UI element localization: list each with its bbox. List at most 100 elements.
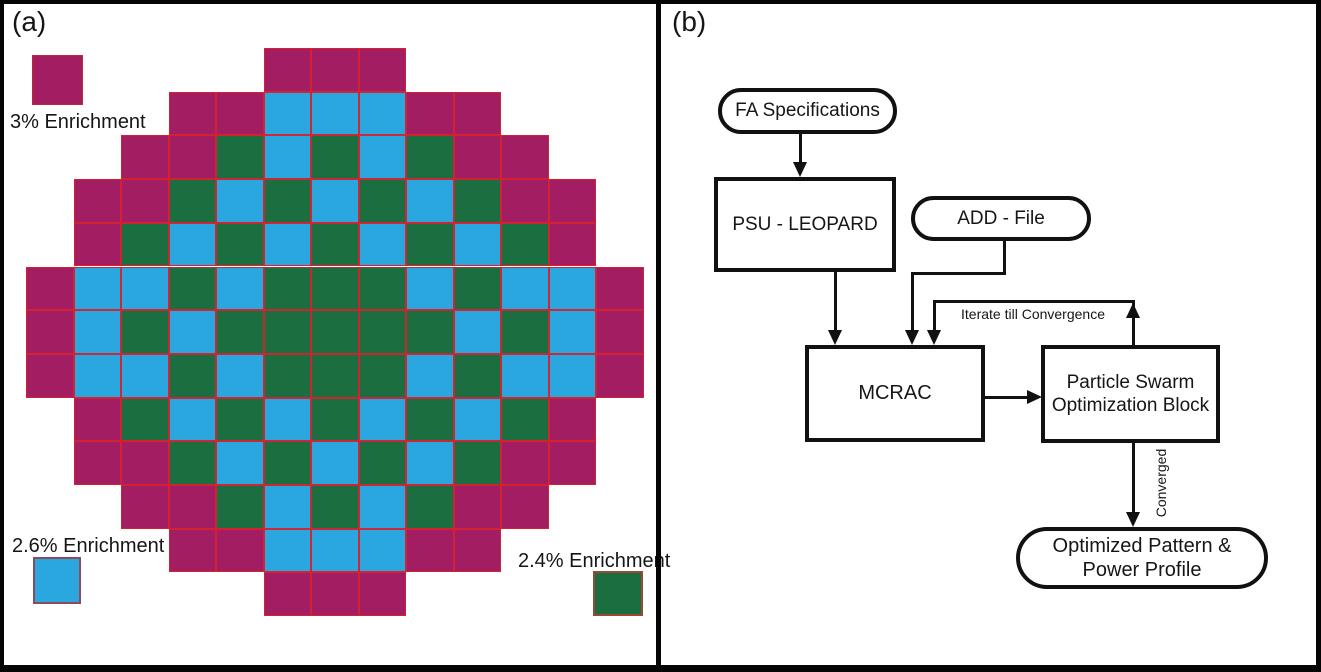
core-cell bbox=[311, 397, 359, 442]
core-cell bbox=[311, 179, 359, 223]
core-cell bbox=[358, 310, 406, 354]
core-cell bbox=[216, 135, 264, 180]
core-cell bbox=[263, 572, 311, 617]
core-cell bbox=[168, 353, 216, 398]
core-cell bbox=[311, 485, 359, 529]
node-psu-leopard-text: PSU - LEOPARD bbox=[732, 213, 878, 235]
core-cell bbox=[168, 397, 216, 442]
core-cell bbox=[216, 222, 264, 267]
node-optimized-pattern: Optimized Pattern & Power Profile bbox=[1016, 527, 1268, 589]
node-optimized-pattern-line2: Power Profile bbox=[1082, 559, 1202, 581]
core-cell bbox=[548, 179, 596, 223]
core-cell bbox=[596, 310, 644, 354]
core-cell bbox=[263, 222, 311, 267]
core-cell bbox=[311, 353, 359, 398]
core-cell bbox=[453, 222, 501, 267]
core-cell bbox=[73, 222, 121, 267]
core-cell bbox=[548, 353, 596, 398]
core-cell bbox=[263, 91, 311, 136]
node-fa-specifications: FA Specifications bbox=[718, 88, 897, 134]
core-cell bbox=[406, 266, 454, 311]
loop-iterate-up-head bbox=[1126, 303, 1140, 318]
core-cell bbox=[168, 135, 216, 180]
node-psu-leopard: PSU - LEOPARD bbox=[714, 177, 896, 272]
core-cell bbox=[263, 310, 311, 354]
arrow-fa-to-psu-line bbox=[798, 134, 802, 164]
core-cell bbox=[501, 179, 549, 223]
core-cell bbox=[73, 353, 121, 398]
core-cell bbox=[406, 397, 454, 442]
core-cell bbox=[311, 441, 359, 485]
core-cell bbox=[168, 528, 216, 573]
core-cell bbox=[596, 353, 644, 398]
core-cell bbox=[216, 397, 264, 442]
core-grid bbox=[26, 48, 644, 617]
core-cell bbox=[548, 266, 596, 311]
arrow-addfile-to-mcrac-line bbox=[910, 272, 914, 333]
core-cell bbox=[263, 528, 311, 573]
core-cell bbox=[263, 485, 311, 529]
core-cell bbox=[548, 441, 596, 485]
core-cell bbox=[216, 353, 264, 398]
arrow-pso-to-optimized-line bbox=[1131, 443, 1135, 515]
legend-swatch-2p6pct bbox=[33, 557, 81, 604]
core-cell bbox=[216, 91, 264, 136]
core-cell bbox=[501, 266, 549, 311]
core-cell bbox=[358, 135, 406, 180]
core-cell bbox=[216, 310, 264, 354]
panel-b-label: (b) bbox=[672, 6, 707, 37]
legend-label-2p4pct: 2.4% Enrichment bbox=[518, 550, 671, 572]
core-cell bbox=[358, 266, 406, 311]
core-cell bbox=[121, 397, 169, 442]
core-cell bbox=[358, 397, 406, 442]
core-cell bbox=[121, 266, 169, 311]
core-cell bbox=[406, 353, 454, 398]
core-cell bbox=[168, 310, 216, 354]
core-cell bbox=[596, 266, 644, 311]
core-cell bbox=[453, 528, 501, 573]
arrow-addfile-horizontal-line bbox=[910, 272, 1006, 275]
core-cell bbox=[263, 266, 311, 311]
core-cell bbox=[121, 353, 169, 398]
core-cell bbox=[406, 528, 454, 573]
core-cell bbox=[121, 135, 169, 180]
edge-label-converged: Converged bbox=[1153, 448, 1169, 518]
core-cell bbox=[311, 266, 359, 311]
core-cell bbox=[358, 441, 406, 485]
legend-swatch-3pct bbox=[32, 55, 83, 105]
node-pso-block-line1: Particle Swarm bbox=[1066, 371, 1195, 393]
core-cell bbox=[501, 135, 549, 180]
core-cell bbox=[216, 266, 264, 311]
core-cell bbox=[121, 179, 169, 223]
panel-a-label: (a) bbox=[12, 6, 47, 37]
arrow-mcrac-to-pso-line bbox=[985, 395, 1029, 399]
core-cell bbox=[263, 441, 311, 485]
core-cell bbox=[168, 222, 216, 267]
core-cell bbox=[358, 353, 406, 398]
arrow-addfile-to-mcrac-head bbox=[905, 330, 919, 345]
core-cell bbox=[501, 353, 549, 398]
core-cell bbox=[406, 310, 454, 354]
core-cell bbox=[501, 310, 549, 354]
core-cell bbox=[216, 485, 264, 529]
core-cell bbox=[311, 528, 359, 573]
core-cell bbox=[263, 179, 311, 223]
core-cell bbox=[358, 485, 406, 529]
core-cell bbox=[406, 441, 454, 485]
arrow-fa-to-psu-head bbox=[793, 162, 807, 177]
core-cell bbox=[311, 310, 359, 354]
core-cell bbox=[501, 222, 549, 267]
node-add-file: ADD - File bbox=[911, 196, 1091, 241]
core-cell bbox=[358, 572, 406, 617]
legend-label-3pct: 3% Enrichment bbox=[10, 111, 146, 133]
legend-label-2p6pct: 2.6% Enrichment bbox=[12, 535, 165, 557]
core-cell bbox=[501, 485, 549, 529]
core-cell bbox=[406, 91, 454, 136]
core-cell bbox=[73, 310, 121, 354]
panel-divider bbox=[656, 4, 661, 665]
loop-iterate-right-line bbox=[1131, 300, 1135, 345]
loop-iterate-to-mcrac-head bbox=[927, 330, 941, 345]
core-cell bbox=[263, 353, 311, 398]
core-cell bbox=[453, 485, 501, 529]
core-cell bbox=[453, 179, 501, 223]
